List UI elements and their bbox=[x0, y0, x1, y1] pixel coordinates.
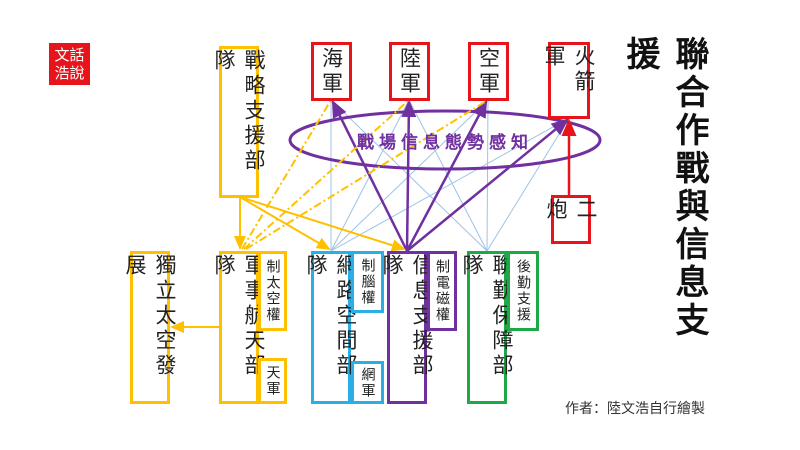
logistics-force-box: 聯勤保障部隊 bbox=[460, 251, 514, 404]
em-control-box: 制電磁權 bbox=[427, 251, 457, 331]
ssf-box: 戰略支援部隊 bbox=[212, 46, 266, 198]
author-credit: 作者：陸文浩自行繪製 bbox=[565, 401, 705, 417]
space-control-box: 制太空權 bbox=[258, 251, 287, 331]
page-title: 聯合作戰與信息支援 bbox=[620, 36, 709, 340]
brain-control-box: 制腦權 bbox=[351, 251, 384, 313]
army-box: 陸軍 bbox=[389, 42, 430, 101]
logo-text: 文話 浩說 bbox=[54, 46, 85, 82]
cyber-army-box: 網軍 bbox=[351, 361, 384, 404]
logistics-support-box: 後勤支援 bbox=[507, 251, 539, 331]
space-development-box: 獨立太空發展 bbox=[123, 251, 177, 404]
purple-arrows bbox=[331, 99, 569, 252]
rocket-force-box: 火箭軍 bbox=[542, 42, 596, 119]
ellipse-label: 戰場信息態勢感知 bbox=[357, 133, 533, 153]
space-army-box: 天軍 bbox=[258, 358, 287, 404]
blue-links bbox=[330, 99, 570, 252]
orange-links bbox=[170, 99, 489, 333]
awareness-ellipse bbox=[288, 109, 602, 171]
info-support-force-box: 信息支援部隊 bbox=[380, 251, 434, 404]
cyberspace-force-box: 網路空間部隊 bbox=[304, 251, 358, 404]
aerospace-force-box: 軍事航天部隊 bbox=[212, 251, 266, 404]
airforce-box: 空軍 bbox=[468, 42, 509, 101]
navy-box: 海軍 bbox=[311, 42, 352, 101]
logo: 文話 浩說 bbox=[49, 43, 90, 85]
second-artillery-box: 二炮 bbox=[544, 195, 598, 244]
